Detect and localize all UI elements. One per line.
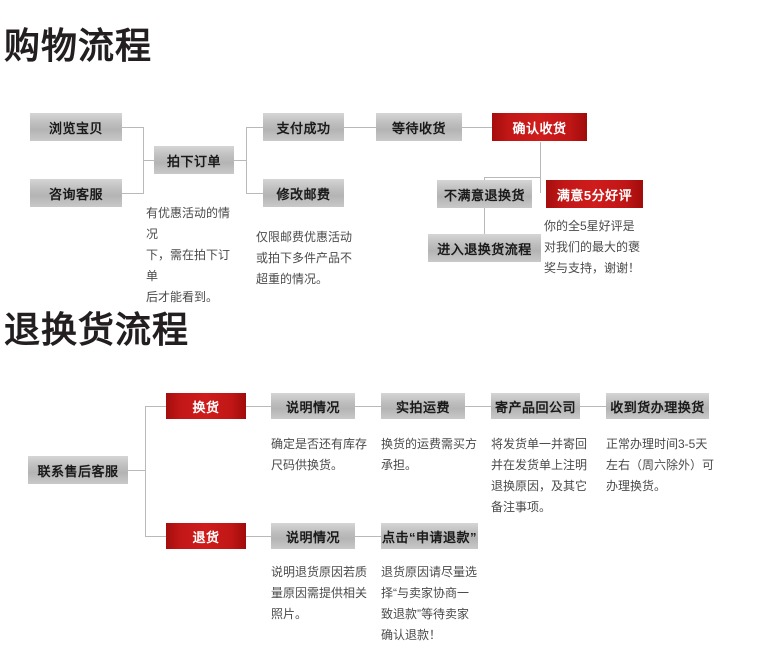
- box-contact-service-label: 联系售后客服: [37, 463, 119, 479]
- box-exchange[interactable]: 换货: [166, 393, 246, 419]
- box-explain-2-label: 说明情况: [285, 529, 340, 545]
- box-explain-1[interactable]: 说明情况: [271, 393, 355, 419]
- box-browse-label: 浏览宝贝: [48, 120, 103, 136]
- connector-order-right: [234, 160, 247, 161]
- connector-consult-right: [122, 193, 144, 194]
- connector-bracket-to-order: [143, 160, 155, 161]
- connector-right-bracket: [246, 127, 247, 194]
- connector-exchange-to-explain1: [246, 406, 271, 407]
- connector-contact-right: [128, 470, 146, 471]
- box-unsatisfied-return-label: 不满意退换货: [443, 187, 525, 203]
- box-modify-postage[interactable]: 修改邮费: [263, 179, 344, 207]
- box-receive-process-label: 收到货办理换货: [610, 399, 705, 415]
- box-send-back-label: 寄产品回公司: [494, 399, 576, 415]
- note-send-back: 将发货单一并寄回 并在发货单上注明 退换原因，及其它 备注事项。: [491, 437, 588, 514]
- note-place-order: 有优惠活动的情况 下，需在拍下订单 后才能看到。: [146, 206, 231, 304]
- box-browse[interactable]: 浏览宝贝: [30, 113, 122, 141]
- note-review: 你的全5星好评是 对我们的最大的褒 奖与支持，谢谢！: [544, 219, 641, 275]
- box-consult[interactable]: 咨询客服: [30, 179, 122, 207]
- connector-unsatisfied-down: [484, 208, 485, 238]
- box-actual-shipping[interactable]: 实拍运费: [381, 393, 465, 419]
- connector-contact-bracket: [145, 406, 146, 536]
- box-modify-postage-label: 修改邮费: [276, 186, 331, 202]
- note-apply-refund: 退货原因请尽量选 择“与卖家协商一 致退款”等待卖家 确认退款！: [381, 565, 478, 642]
- box-await-receipt-label: 等待收货: [391, 120, 446, 136]
- box-send-back[interactable]: 寄产品回公司: [491, 393, 580, 419]
- box-consult-label: 咨询客服: [48, 186, 103, 202]
- connector-split-to-review: [540, 177, 541, 193]
- box-exchange-label: 换货: [192, 399, 220, 415]
- box-refund-label: 退货: [192, 529, 220, 545]
- connector-explain1-to-shipping: [355, 406, 381, 407]
- connector-shipping-to-sendback: [465, 406, 491, 407]
- box-confirm-receipt-label: 确认收货: [512, 120, 567, 136]
- box-enter-return-flow-label: 进入退换货流程: [437, 241, 532, 257]
- box-satisfied-review[interactable]: 满意5分好评: [546, 180, 643, 208]
- box-await-receipt[interactable]: 等待收货: [376, 113, 462, 141]
- connector-browse-right: [122, 127, 144, 128]
- note-receive: 正常办理时间3-5天 左右（周六除外）可 办理换货。: [606, 437, 715, 493]
- box-pay-success[interactable]: 支付成功: [263, 113, 344, 141]
- connector-explain2-to-apply: [355, 536, 381, 537]
- connector-sendback-to-receive: [580, 406, 606, 407]
- box-click-apply-refund[interactable]: 点击“申请退款”: [381, 523, 478, 549]
- box-pay-success-label: 支付成功: [276, 120, 331, 136]
- note-postage: 仅限邮费优惠活动 或拍下多件产品不 超重的情况。: [256, 230, 353, 286]
- section-title-shopping: 购物流程: [4, 25, 153, 66]
- box-place-order-label: 拍下订单: [166, 153, 221, 169]
- box-explain-1-label: 说明情况: [285, 399, 340, 415]
- connector-bracket-to-pay: [246, 127, 264, 128]
- note-explain-2: 说明退货原因若质 量原因需提供相关 照片。: [271, 565, 368, 621]
- box-contact-service[interactable]: 联系售后客服: [28, 456, 128, 484]
- connector-bracket-to-refund: [145, 536, 167, 537]
- box-actual-shipping-label: 实拍运费: [395, 399, 450, 415]
- box-click-apply-refund-label: 点击“申请退款”: [381, 529, 477, 545]
- connector-bracket-to-exchange: [145, 406, 167, 407]
- box-explain-2[interactable]: 说明情况: [271, 523, 355, 549]
- box-enter-return-flow[interactable]: 进入退换货流程: [428, 234, 541, 262]
- connector-bracket-to-postage: [246, 193, 264, 194]
- note-shipping: 换货的运费需买方 承担。: [381, 437, 478, 472]
- box-unsatisfied-return[interactable]: 不满意退换货: [437, 180, 532, 208]
- connector-pay-to-await: [344, 127, 376, 128]
- box-place-order[interactable]: 拍下订单: [154, 146, 234, 174]
- section-title-return-exchange: 退换货流程: [4, 309, 190, 350]
- connector-await-to-confirm: [462, 127, 492, 128]
- box-refund[interactable]: 退货: [166, 523, 246, 549]
- connector-refund-to-explain2: [246, 536, 271, 537]
- note-explain-1: 确定是否还有库存 尺码供换货。: [271, 437, 368, 472]
- connector-confirm-down: [540, 142, 541, 178]
- box-confirm-receipt[interactable]: 确认收货: [492, 113, 587, 141]
- box-satisfied-review-label: 满意5分好评: [556, 187, 633, 203]
- box-receive-process[interactable]: 收到货办理换货: [606, 393, 709, 419]
- connector-split-horizontal: [484, 177, 541, 178]
